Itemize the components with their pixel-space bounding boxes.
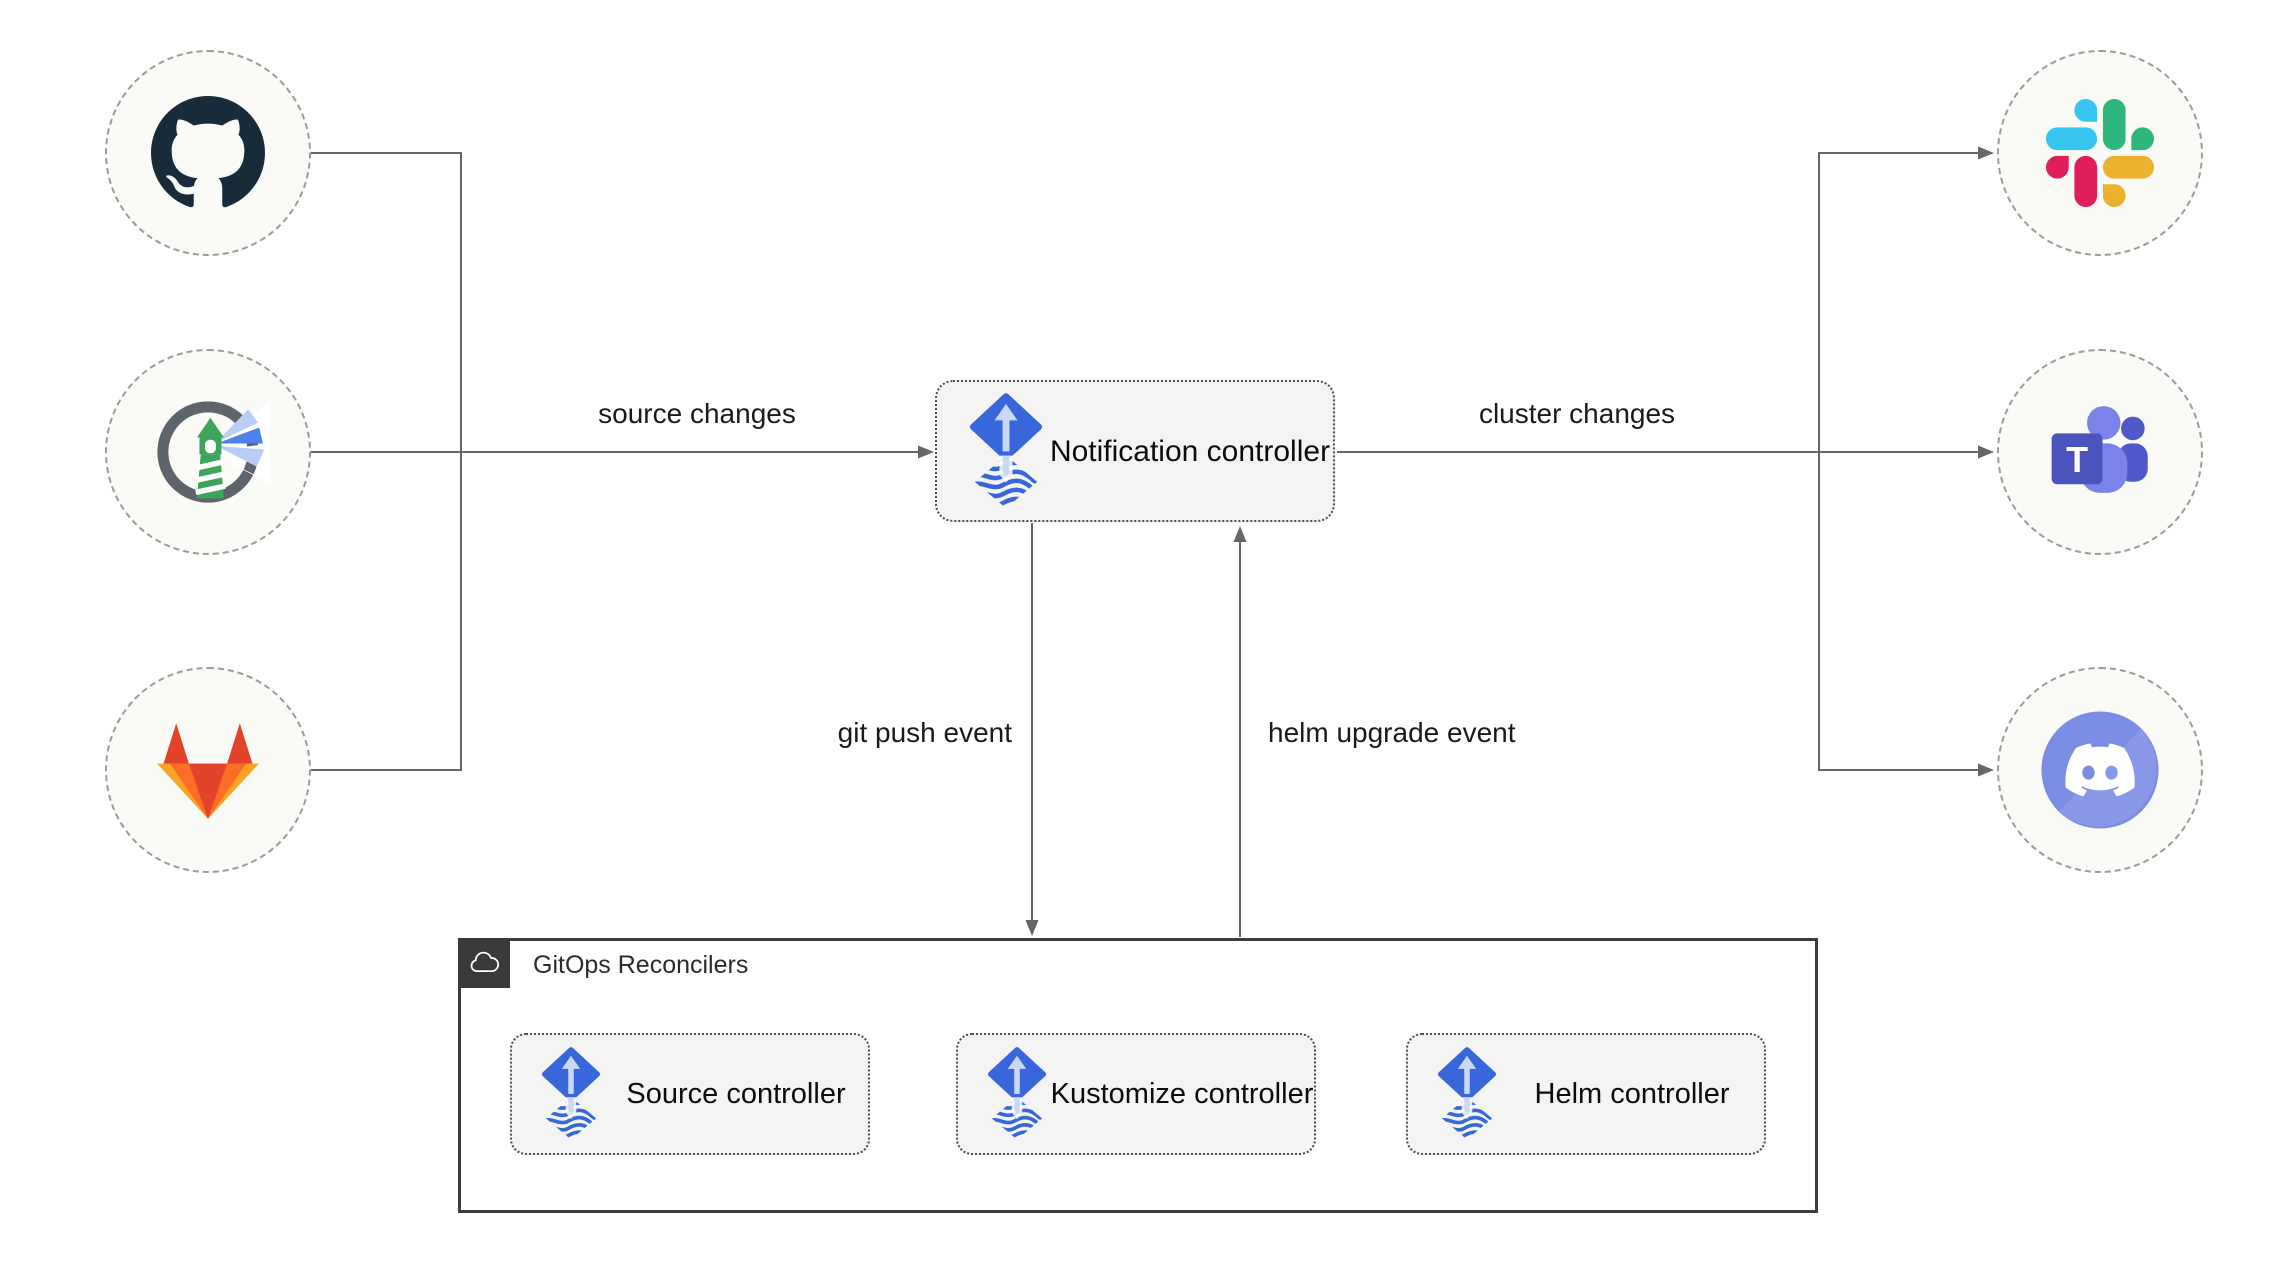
- svg-text:T: T: [2066, 439, 2088, 480]
- node-github: [105, 50, 311, 256]
- node-teams: T: [1997, 349, 2203, 555]
- edge-label-git-push-event: git push event: [837, 717, 1012, 748]
- notification-controller-node: Notification controller: [935, 380, 1335, 522]
- slack-icon: [2046, 99, 2154, 207]
- teams-icon: T: [2038, 390, 2162, 514]
- gitops-reconcilers-title: GitOps Reconcilers: [533, 951, 749, 979]
- notification-controller-label: Notification controller: [1049, 434, 1331, 468]
- helm-controller-label: Helm controller: [1534, 1077, 1730, 1110]
- node-slack: [1997, 50, 2203, 256]
- edge-label-helm-upgrade-event: helm upgrade event: [1268, 717, 1516, 748]
- helm-controller-node: Helm controller: [1406, 1033, 1766, 1155]
- edge-label-cluster-changes: cluster changes: [1478, 398, 1676, 429]
- gitlab-icon: [155, 721, 261, 819]
- flux-icon: [965, 392, 1047, 510]
- cloud-badge: [458, 938, 510, 988]
- flux-icon: [538, 1047, 604, 1141]
- source-controller-node: Source controller: [510, 1033, 870, 1155]
- edge-label-source-changes: source changes: [598, 398, 796, 429]
- discord-icon: [2039, 709, 2161, 831]
- source-controller-label: Source controller: [626, 1077, 846, 1110]
- kustomize-controller-node: Kustomize controller: [956, 1033, 1316, 1155]
- flux-icon: [984, 1047, 1050, 1141]
- node-harbor: [105, 349, 311, 555]
- harbor-icon: [147, 391, 269, 513]
- kustomize-controller-label: Kustomize controller: [1050, 1077, 1314, 1110]
- gitops-reconcilers-group: GitOps Reconcilers Source controller Kus…: [458, 938, 1818, 1213]
- flux-icon: [1434, 1047, 1500, 1141]
- cloud-icon: [466, 946, 502, 980]
- github-icon: [151, 96, 265, 210]
- node-gitlab: [105, 667, 311, 873]
- node-discord: [1997, 667, 2203, 873]
